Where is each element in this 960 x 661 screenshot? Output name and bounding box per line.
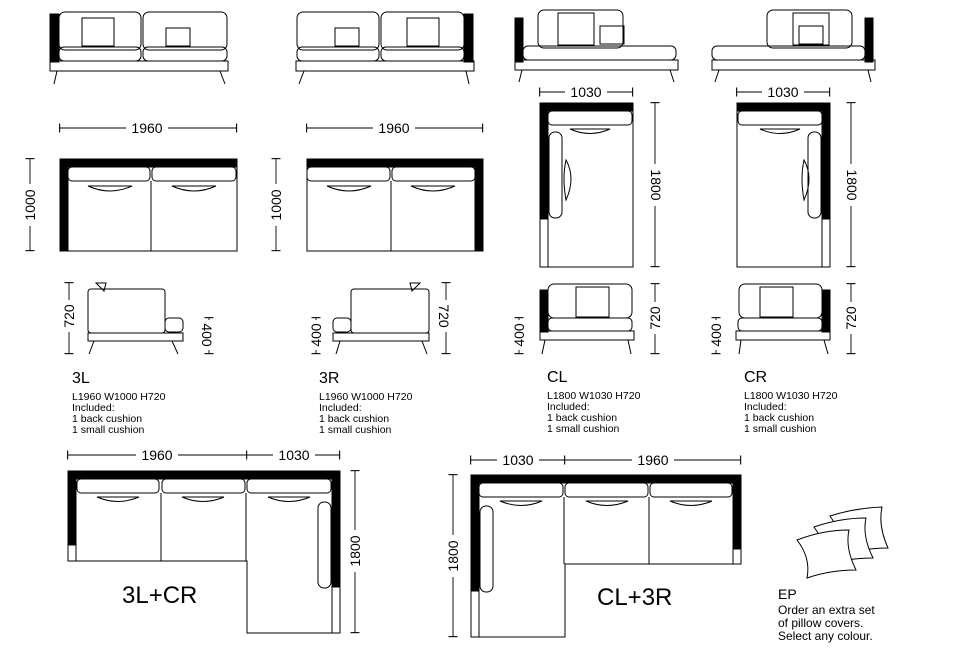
extra-line-1: Order an extra set xyxy=(778,603,875,617)
module-label-cl: CL L1800 W1030 H720 Included: 1 back cus… xyxy=(547,370,640,435)
dimension-labels: 1960 1960 1030 1030 1000 1000 1800 1800 … xyxy=(22,84,860,577)
dim-3l-seat: 400 xyxy=(199,323,215,347)
dim-combo1-width-1960: 1960 xyxy=(141,447,172,463)
module-code: CL xyxy=(547,369,568,386)
dim-3l-height: 720 xyxy=(61,304,77,328)
side-view-3r xyxy=(332,282,430,355)
dim-3l-depth: 1000 xyxy=(22,189,38,220)
dim-3r-depth: 1000 xyxy=(268,189,284,220)
dim-cr-seat: 400 xyxy=(708,323,724,347)
pillow-covers-sketch xyxy=(796,506,889,579)
module-back-cushion: 1 back cushion xyxy=(744,412,815,424)
dim-cl-depth: 1800 xyxy=(648,169,664,200)
module-small-cushion: 1 small cushion xyxy=(319,424,392,436)
dim-combo2-width-1030: 1030 xyxy=(502,452,533,468)
dim-cl-seat: 400 xyxy=(511,323,527,347)
dim-combo2-width-1960: 1960 xyxy=(637,452,668,468)
dim-cl-width: 1030 xyxy=(570,84,601,100)
small-front-view-cl xyxy=(539,283,635,355)
plan-view-3l xyxy=(59,158,238,252)
dim-3l-width: 1960 xyxy=(131,120,162,136)
module-size: L1960 W1000 H720 xyxy=(319,391,413,403)
front-elevation-cr xyxy=(711,9,876,83)
dim-cr-height: 720 xyxy=(843,306,859,330)
dim-cl-height: 720 xyxy=(647,306,663,330)
module-label-cr: CR L1800 W1030 H720 Included: 1 back cus… xyxy=(744,370,837,435)
dimension-lines xyxy=(25,87,856,638)
plan-view-3r xyxy=(306,158,484,252)
dim-3r-height: 720 xyxy=(436,304,452,328)
plan-view-cr xyxy=(736,102,831,268)
dim-cr-depth: 1800 xyxy=(844,169,860,200)
module-size: L1800 W1030 H720 xyxy=(744,390,838,402)
module-label-3l: 3L L1960 W1000 H720 Included: 1 back cus… xyxy=(72,371,165,436)
front-elevation-3r xyxy=(295,11,475,85)
module-included: Included: xyxy=(547,401,590,413)
combo-label-3l-cr: 3L+CR xyxy=(122,582,198,609)
module-small-cushion: 1 small cushion xyxy=(547,423,620,435)
extra-pillow-note: EP Order an extra set of pillow covers. … xyxy=(778,586,875,643)
small-front-view-cr xyxy=(735,283,831,355)
dim-3r-width: 1960 xyxy=(378,120,409,136)
plan-view-cl xyxy=(539,102,634,268)
module-included: Included: xyxy=(744,401,787,413)
module-size: L1960 W1000 H720 xyxy=(72,391,166,403)
front-elevation-cl xyxy=(514,9,679,83)
module-code: 3L xyxy=(72,370,90,387)
front-elevation-3l xyxy=(49,11,229,85)
module-code: CR xyxy=(744,369,768,386)
combo-plan-3l-cr xyxy=(67,470,341,634)
module-back-cushion: 1 back cushion xyxy=(72,413,143,425)
combo-plan-cl-3r xyxy=(470,474,742,638)
extra-code: EP xyxy=(778,586,797,602)
module-included: Included: xyxy=(72,402,115,414)
dim-cr-width: 1030 xyxy=(767,84,798,100)
module-size: L1800 W1030 H720 xyxy=(547,390,641,402)
dim-combo1-width-1030: 1030 xyxy=(278,447,309,463)
module-included: Included: xyxy=(319,402,362,414)
dim-combo1-depth: 1800 xyxy=(347,535,363,566)
extra-line-2: of pillow covers. xyxy=(778,616,864,630)
side-view-3l xyxy=(87,282,184,355)
module-back-cushion: 1 back cushion xyxy=(547,412,618,424)
combo-label-cl-3r: CL+3R xyxy=(597,584,673,611)
module-label-3r: 3R L1960 W1000 H720 Included: 1 back cus… xyxy=(319,371,412,436)
module-small-cushion: 1 small cushion xyxy=(744,423,817,435)
module-small-cushion: 1 small cushion xyxy=(72,424,145,436)
dim-combo2-depth: 1800 xyxy=(445,540,461,571)
module-code: 3R xyxy=(319,370,340,387)
module-back-cushion: 1 back cushion xyxy=(319,413,390,425)
extra-line-3: Select any colour. xyxy=(778,629,873,643)
dim-3r-seat: 400 xyxy=(308,323,324,347)
